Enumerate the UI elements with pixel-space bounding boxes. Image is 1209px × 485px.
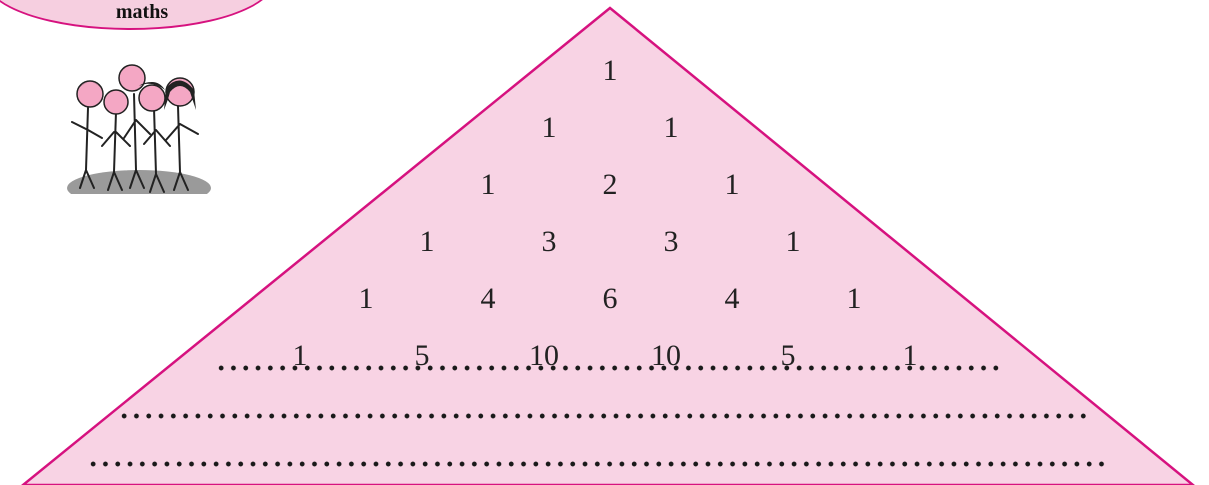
dotted-answer-line[interactable] [87, 461, 1107, 467]
pascal-number: 5 [414, 339, 430, 372]
pascal-number: 3 [663, 225, 679, 258]
pascal-number: 4 [724, 282, 740, 315]
pascal-number: 1 [785, 225, 801, 258]
dotted-answer-line[interactable] [118, 413, 1088, 419]
pascal-number: 1 [846, 282, 862, 315]
pascal-number: 1 [902, 339, 918, 372]
pascal-number: 1 [358, 282, 374, 315]
pascal-number: 1 [419, 225, 435, 258]
topic-badge-label: maths [115, 1, 169, 23]
pascal-number: 1 [663, 111, 679, 144]
pascal-number: 1 [724, 168, 740, 201]
pascal-number: 4 [480, 282, 496, 315]
pascal-number: 3 [541, 225, 557, 258]
dotted-answer-line[interactable] [215, 365, 1000, 371]
pascal-number: 1 [602, 54, 618, 87]
pascal-number: 2 [602, 168, 618, 201]
pascal-number: 1 [541, 111, 557, 144]
pascal-number: 1 [480, 168, 496, 201]
pascal-number: 6 [602, 282, 618, 315]
pascal-number: 5 [780, 339, 796, 372]
children-group-illustration [67, 64, 211, 194]
pascal-number: 1 [292, 339, 308, 372]
